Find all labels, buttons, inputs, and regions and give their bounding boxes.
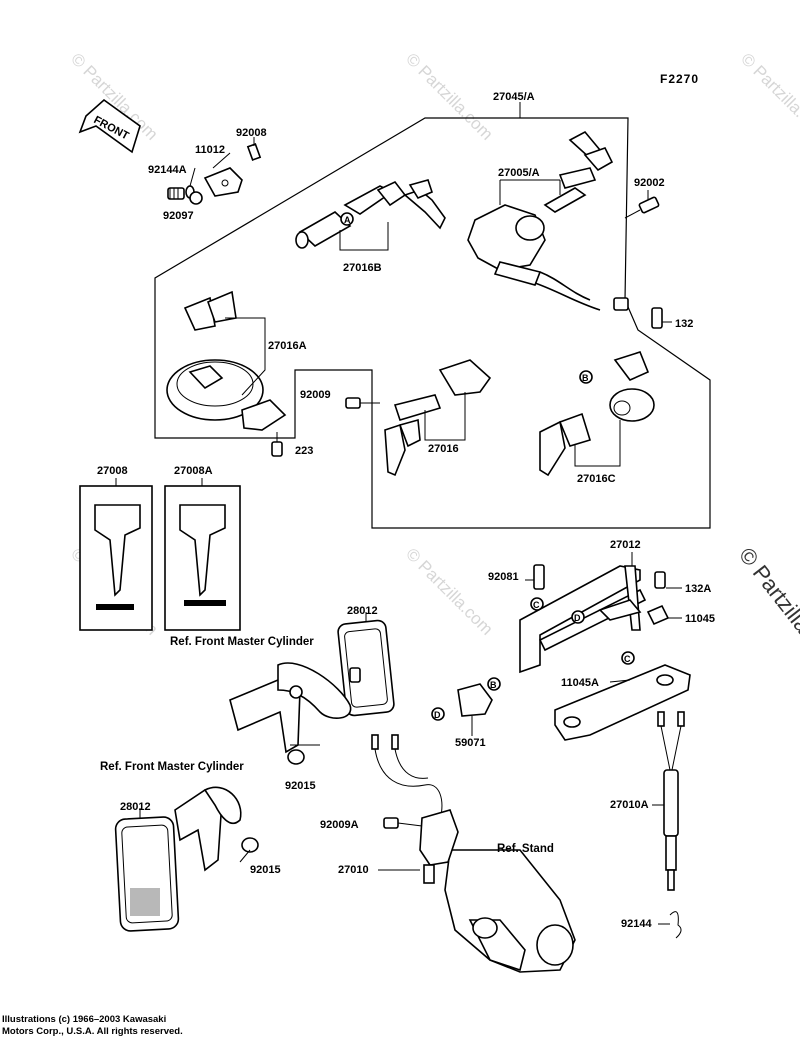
label-27005a: 27005/A [498,167,540,179]
label-27010a: 27010A [610,799,649,811]
label-27016a: 27016A [268,340,307,352]
leader-line [339,222,389,251]
seat-lock-cylinder [295,179,446,249]
label-27016: 27016 [428,443,459,455]
marker-b: B [582,373,589,383]
label-28012-top: 28012 [347,605,378,617]
label-27010: 27010 [338,864,369,876]
label-11012: 11012 [195,144,225,156]
watermark-large: © Partzilla [734,543,800,638]
plate-11045a [554,651,691,741]
label-27045a: 27045/A [493,91,535,103]
copyright-line-2: Motors Corp., U.S.A. All rights reserved… [2,1026,183,1037]
watermark: © Partzilla.com [737,49,800,143]
leader-line [225,317,266,396]
ref-front-master-cylinder-bottom: Ref. Front Master Cylinder [100,761,244,773]
label-92009a: 92009A [320,819,359,831]
label-92144a: 92144A [148,164,187,176]
label-27008: 27008 [97,465,128,477]
label-27012: 27012 [610,539,641,551]
label-leaders [239,579,682,925]
label-59071: 59071 [455,737,486,749]
mounting-bracket-bottom [174,786,259,872]
label-223: 223 [295,445,313,457]
mounting-bracket-top [229,662,352,765]
lock-cover-assembly [167,143,262,205]
side-stand [444,849,576,973]
bolt-92002 [624,196,660,219]
leader-line [189,167,196,187]
bracket-27012 [519,564,670,674]
reflector-top [337,619,395,717]
bolt-92009 [345,397,380,409]
ref-stand: Ref. Stand [497,843,554,855]
marker-c: C [624,654,631,664]
watermark: © Partzilla.com [402,544,496,638]
marker-b: B [490,680,497,690]
label-132: 132 [675,318,693,330]
label-92015-top: 92015 [285,780,316,792]
label-92009: 92009 [300,389,331,401]
key-card-27008 [79,485,153,631]
watermark: © Partzilla.com [402,49,496,143]
switch-27010 [371,734,459,884]
label-92144: 92144 [621,918,652,930]
label-92097: 92097 [163,210,194,222]
steering-lock [539,351,655,477]
key-card-27008a [164,485,241,631]
label-92081: 92081 [488,571,519,583]
label-27016b: 27016B [343,262,382,274]
bolt-132 [651,307,663,329]
marker-c: C [533,600,540,610]
label-132a: 132A [685,583,711,595]
label-27008a: 27008A [174,465,213,477]
helmet-lock [384,359,492,477]
copyright-line-1: Illustrations (c) 1966–2003 Kawasaki [2,1014,167,1025]
ignition-switch [467,130,629,311]
part-labels: 27045/A 27005/A 92008 11012 92144A 92097… [97,91,715,930]
label-11045a: 11045A [561,677,599,689]
marker-d: D [574,613,581,623]
reflector-bottom [114,816,180,932]
bolt-92009a [383,817,423,829]
label-27016c: 27016C [577,473,616,485]
label-92002: 92002 [634,177,665,189]
figure-code: F2270 [660,72,699,86]
ref-front-master-cylinder-top: Ref. Front Master Cylinder [170,636,314,648]
fuel-cap-lock [166,290,287,431]
leader-line [424,392,466,441]
marker-a: A [344,215,351,225]
leader-line [212,152,231,169]
copyright-footer: Illustrations (c) 1966–2003 Kawasaki Mot… [2,1014,183,1038]
label-11045: 11045 [685,613,715,625]
switch-59071 [431,677,501,721]
label-92015-bottom: 92015 [250,864,281,876]
label-28012-bottom: 28012 [120,801,151,813]
label-92008: 92008 [236,127,267,139]
front-arrow: FRONT [78,98,141,154]
screw-223 [271,432,283,457]
marker-d: D [434,710,441,720]
leader-line [574,420,621,467]
switch-27010a [657,711,685,939]
